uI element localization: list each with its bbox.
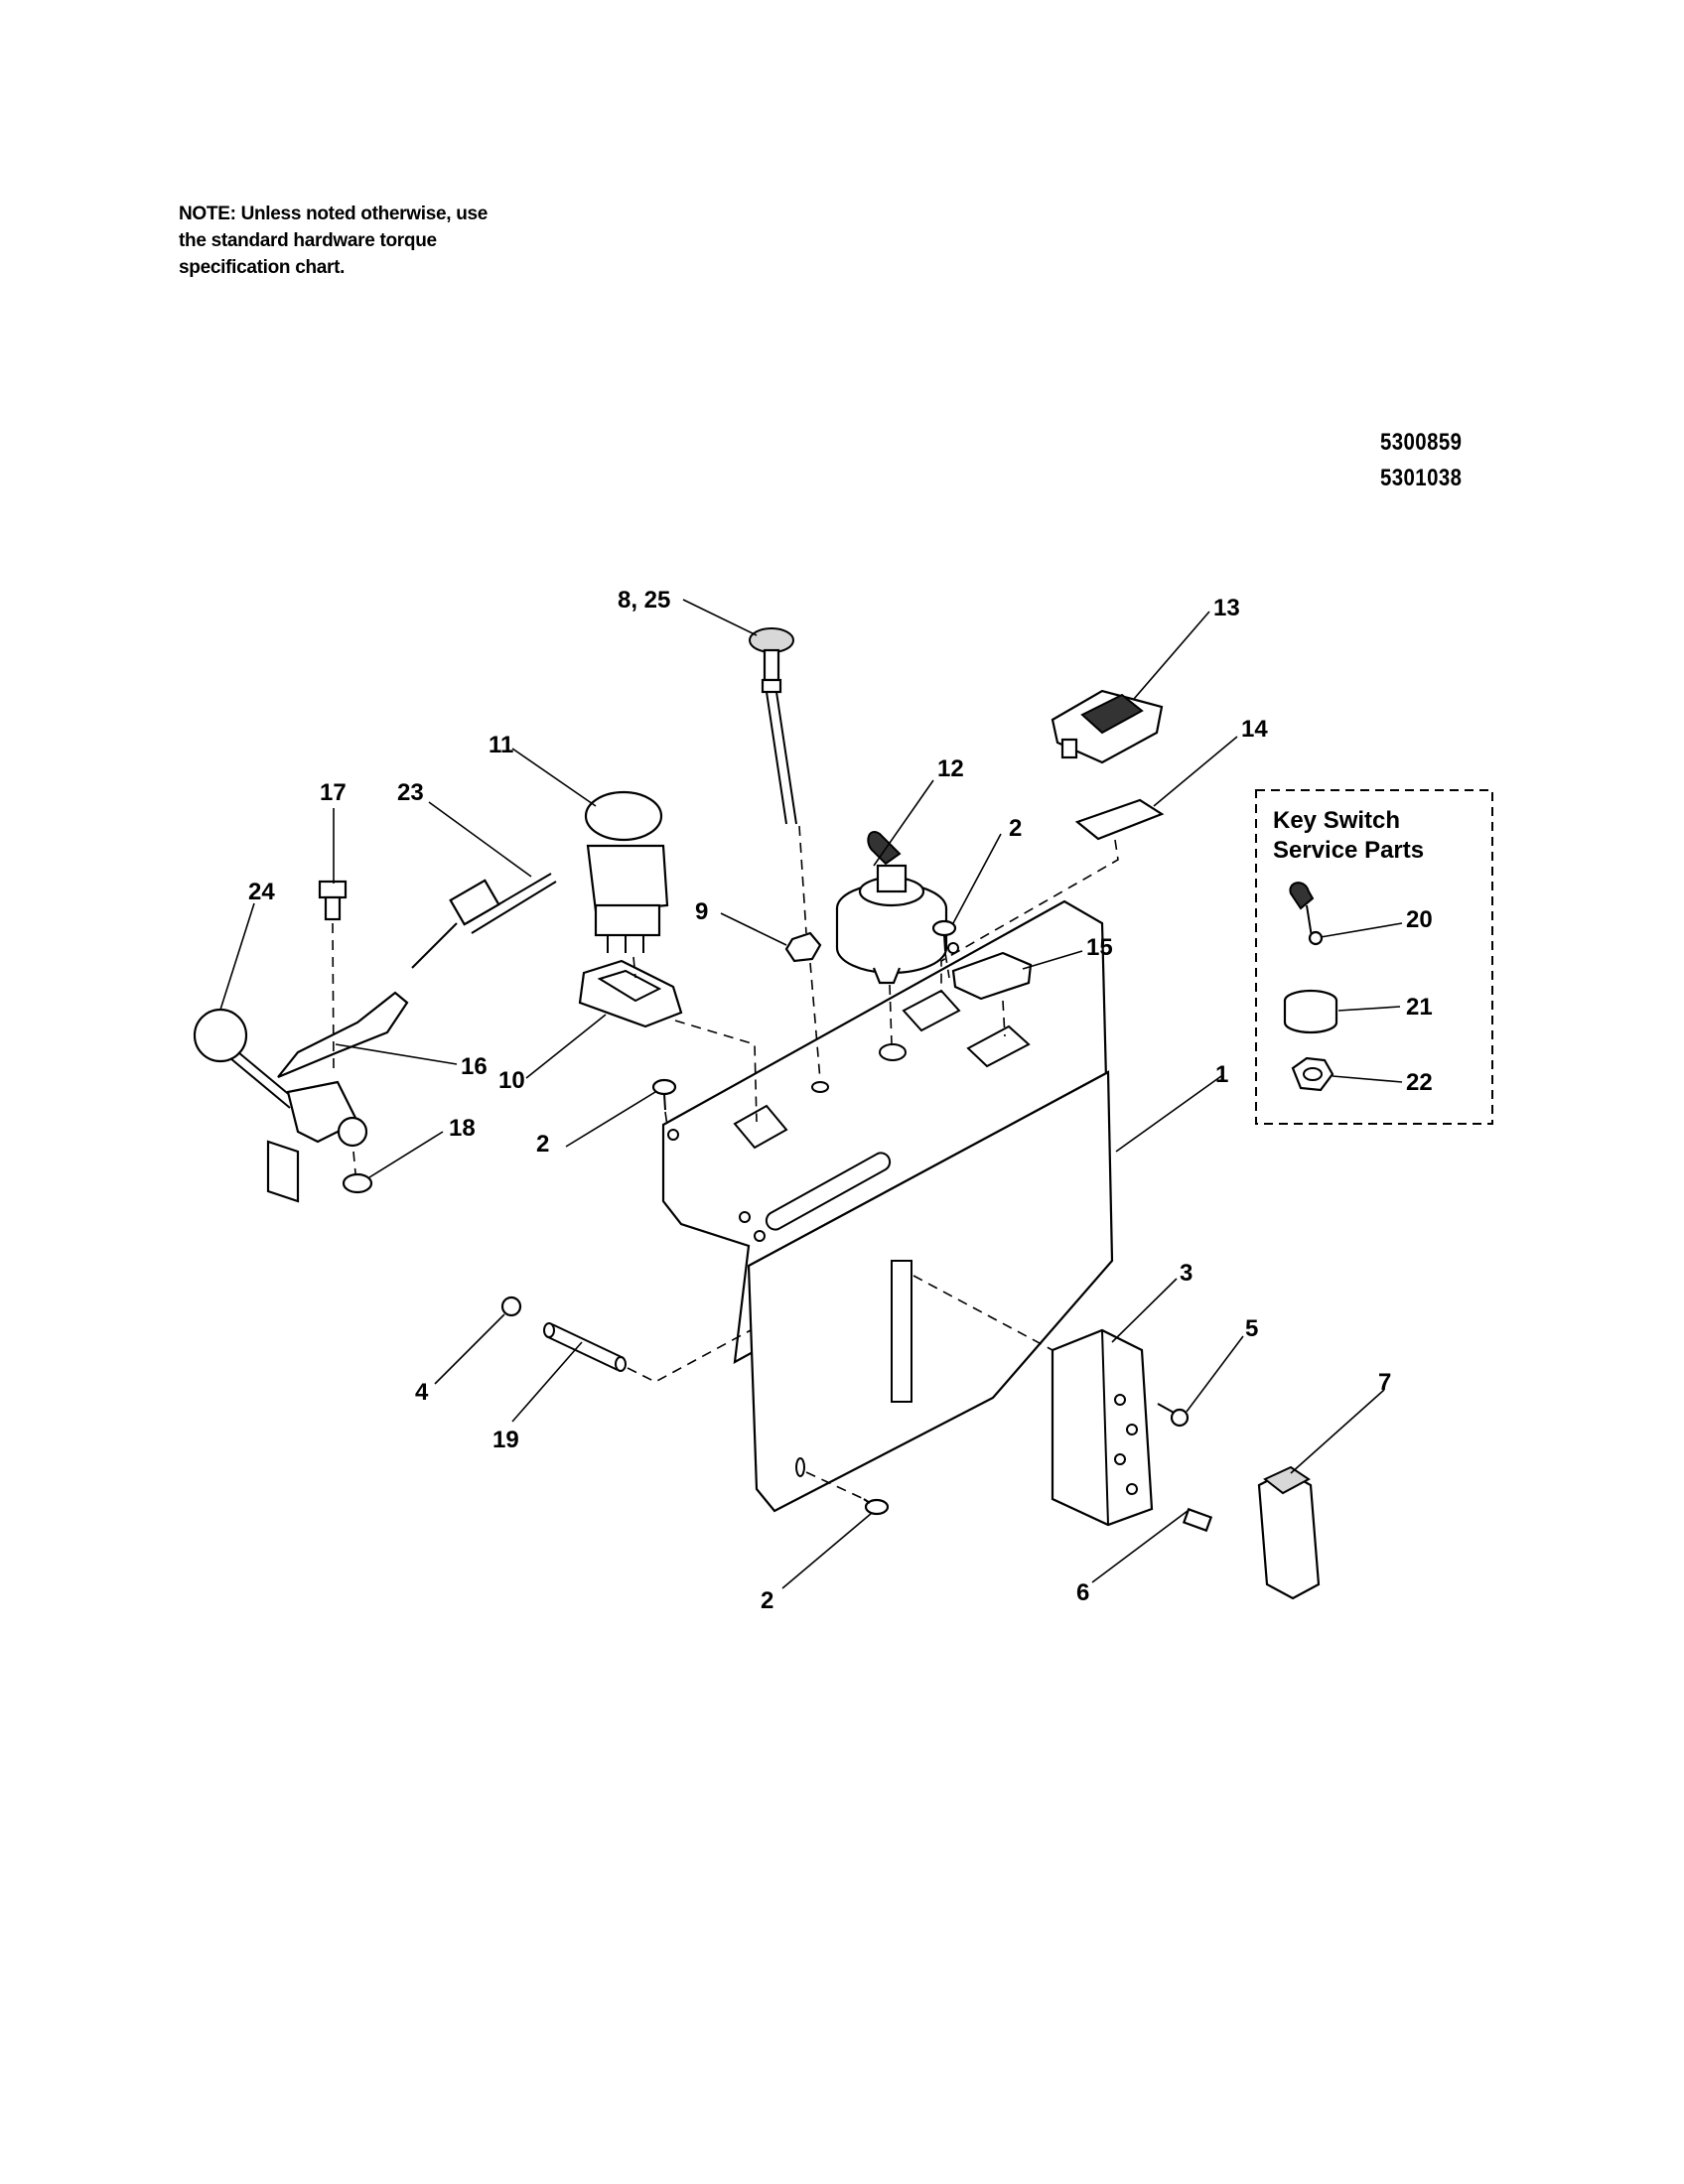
callout-19: 19 <box>492 1427 519 1453</box>
callout-2a: 2 <box>536 1131 549 1158</box>
callout-12: 12 <box>937 755 964 782</box>
note-line-3: specification chart. <box>179 257 346 278</box>
callout-22: 22 <box>1406 1069 1433 1096</box>
callout-20: 20 <box>1406 906 1433 933</box>
pto-switch <box>578 790 683 1028</box>
callout-6: 6 <box>1076 1579 1089 1606</box>
callout-labels: 1 2 2 2 3 4 5 6 7 8, 25 9 10 11 12 13 14… <box>248 587 1433 1614</box>
callout-14: 14 <box>1241 716 1268 743</box>
dash-panel <box>661 899 1114 1513</box>
part-number-1: 5300859 <box>1380 429 1463 456</box>
callout-10: 10 <box>498 1067 525 1094</box>
hour-meter <box>1051 689 1165 841</box>
callout-17: 17 <box>320 779 347 806</box>
callout-7: 7 <box>1378 1369 1391 1396</box>
cover-plate <box>951 951 1033 1001</box>
callout-3: 3 <box>1180 1260 1193 1287</box>
leader-lines <box>219 599 1403 1589</box>
callout-13: 13 <box>1213 595 1240 621</box>
callout-23: 23 <box>397 779 424 806</box>
choke-cable <box>749 627 822 963</box>
callout-2c: 2 <box>761 1587 773 1614</box>
key-switch-service-box <box>1255 789 1493 1125</box>
key-switch <box>835 831 948 985</box>
callout-1: 1 <box>1215 1061 1228 1088</box>
small-fasteners <box>500 919 1213 1533</box>
service-box-title-2: Service Parts <box>1273 837 1424 864</box>
callout-24: 24 <box>248 879 275 905</box>
callout-4: 4 <box>415 1379 429 1406</box>
callout-2b: 2 <box>1009 815 1022 842</box>
callout-16: 16 <box>461 1053 488 1080</box>
hardware-torque-note: NOTE: Unless noted otherwise, use the st… <box>179 201 596 281</box>
callout-8-25: 8, 25 <box>618 587 670 614</box>
throttle-cable <box>318 873 557 1194</box>
service-box-title-1: Key Switch <box>1273 807 1400 834</box>
assembly-lines <box>332 825 1119 1500</box>
callout-9: 9 <box>695 898 708 925</box>
throttle-lever-assembly <box>193 991 409 1203</box>
fuse-block-cover <box>1257 1465 1321 1600</box>
callout-15: 15 <box>1086 934 1113 961</box>
callout-11: 11 <box>489 732 513 758</box>
part-number-2: 5301038 <box>1380 465 1463 491</box>
callout-21: 21 <box>1406 994 1433 1021</box>
note-line-1: NOTE: Unless noted otherwise, use <box>179 204 489 224</box>
fuse-block <box>1051 1328 1154 1527</box>
note-line-2: the standard hardware torque <box>179 230 437 251</box>
callout-5: 5 <box>1245 1315 1258 1342</box>
callout-18: 18 <box>449 1115 476 1142</box>
